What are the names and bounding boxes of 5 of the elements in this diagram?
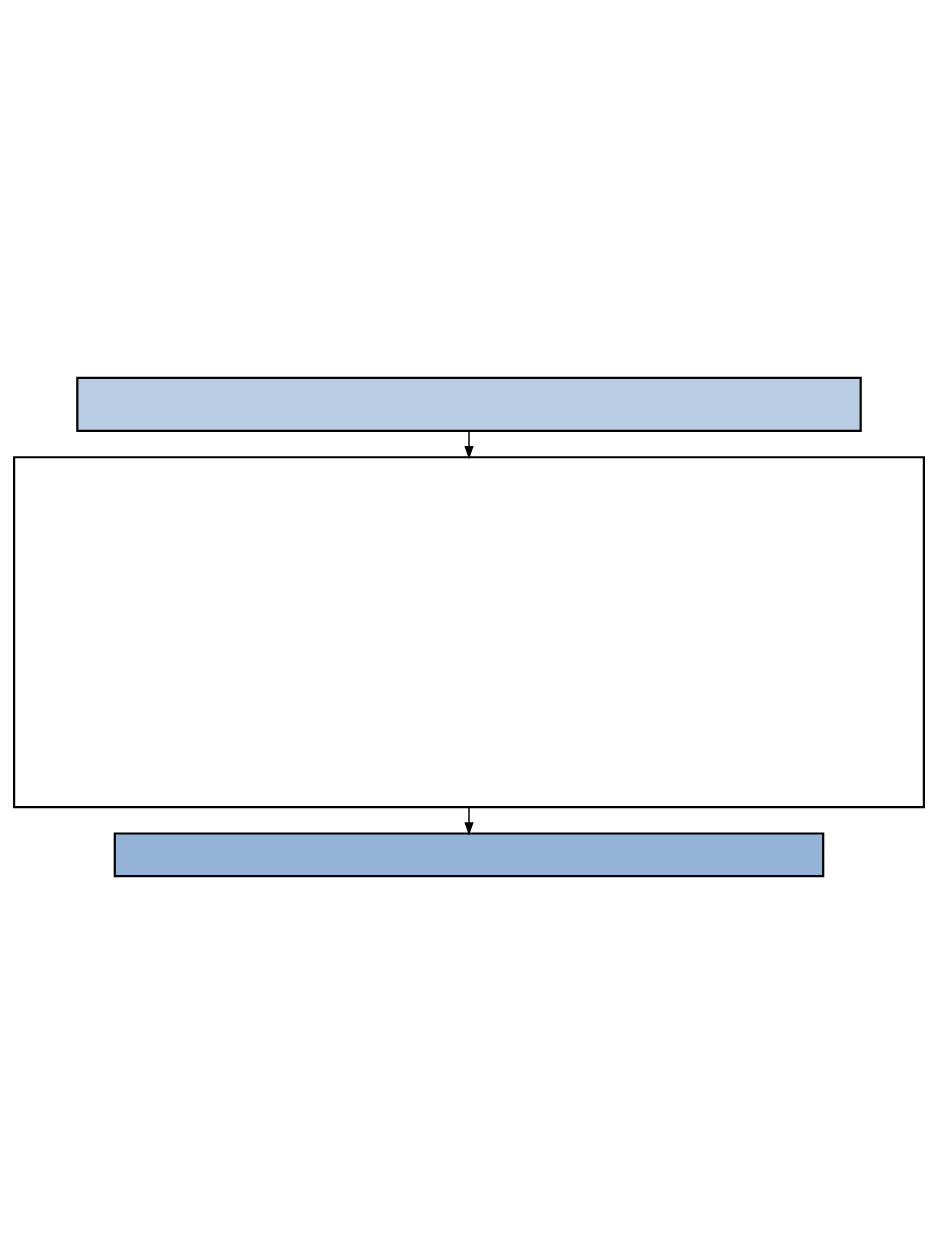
- arrow: [464, 429, 474, 459]
- node-box: [113, 831, 825, 877]
- node-box: [76, 376, 862, 432]
- node-box: [13, 455, 925, 808]
- arrow: [464, 806, 474, 835]
